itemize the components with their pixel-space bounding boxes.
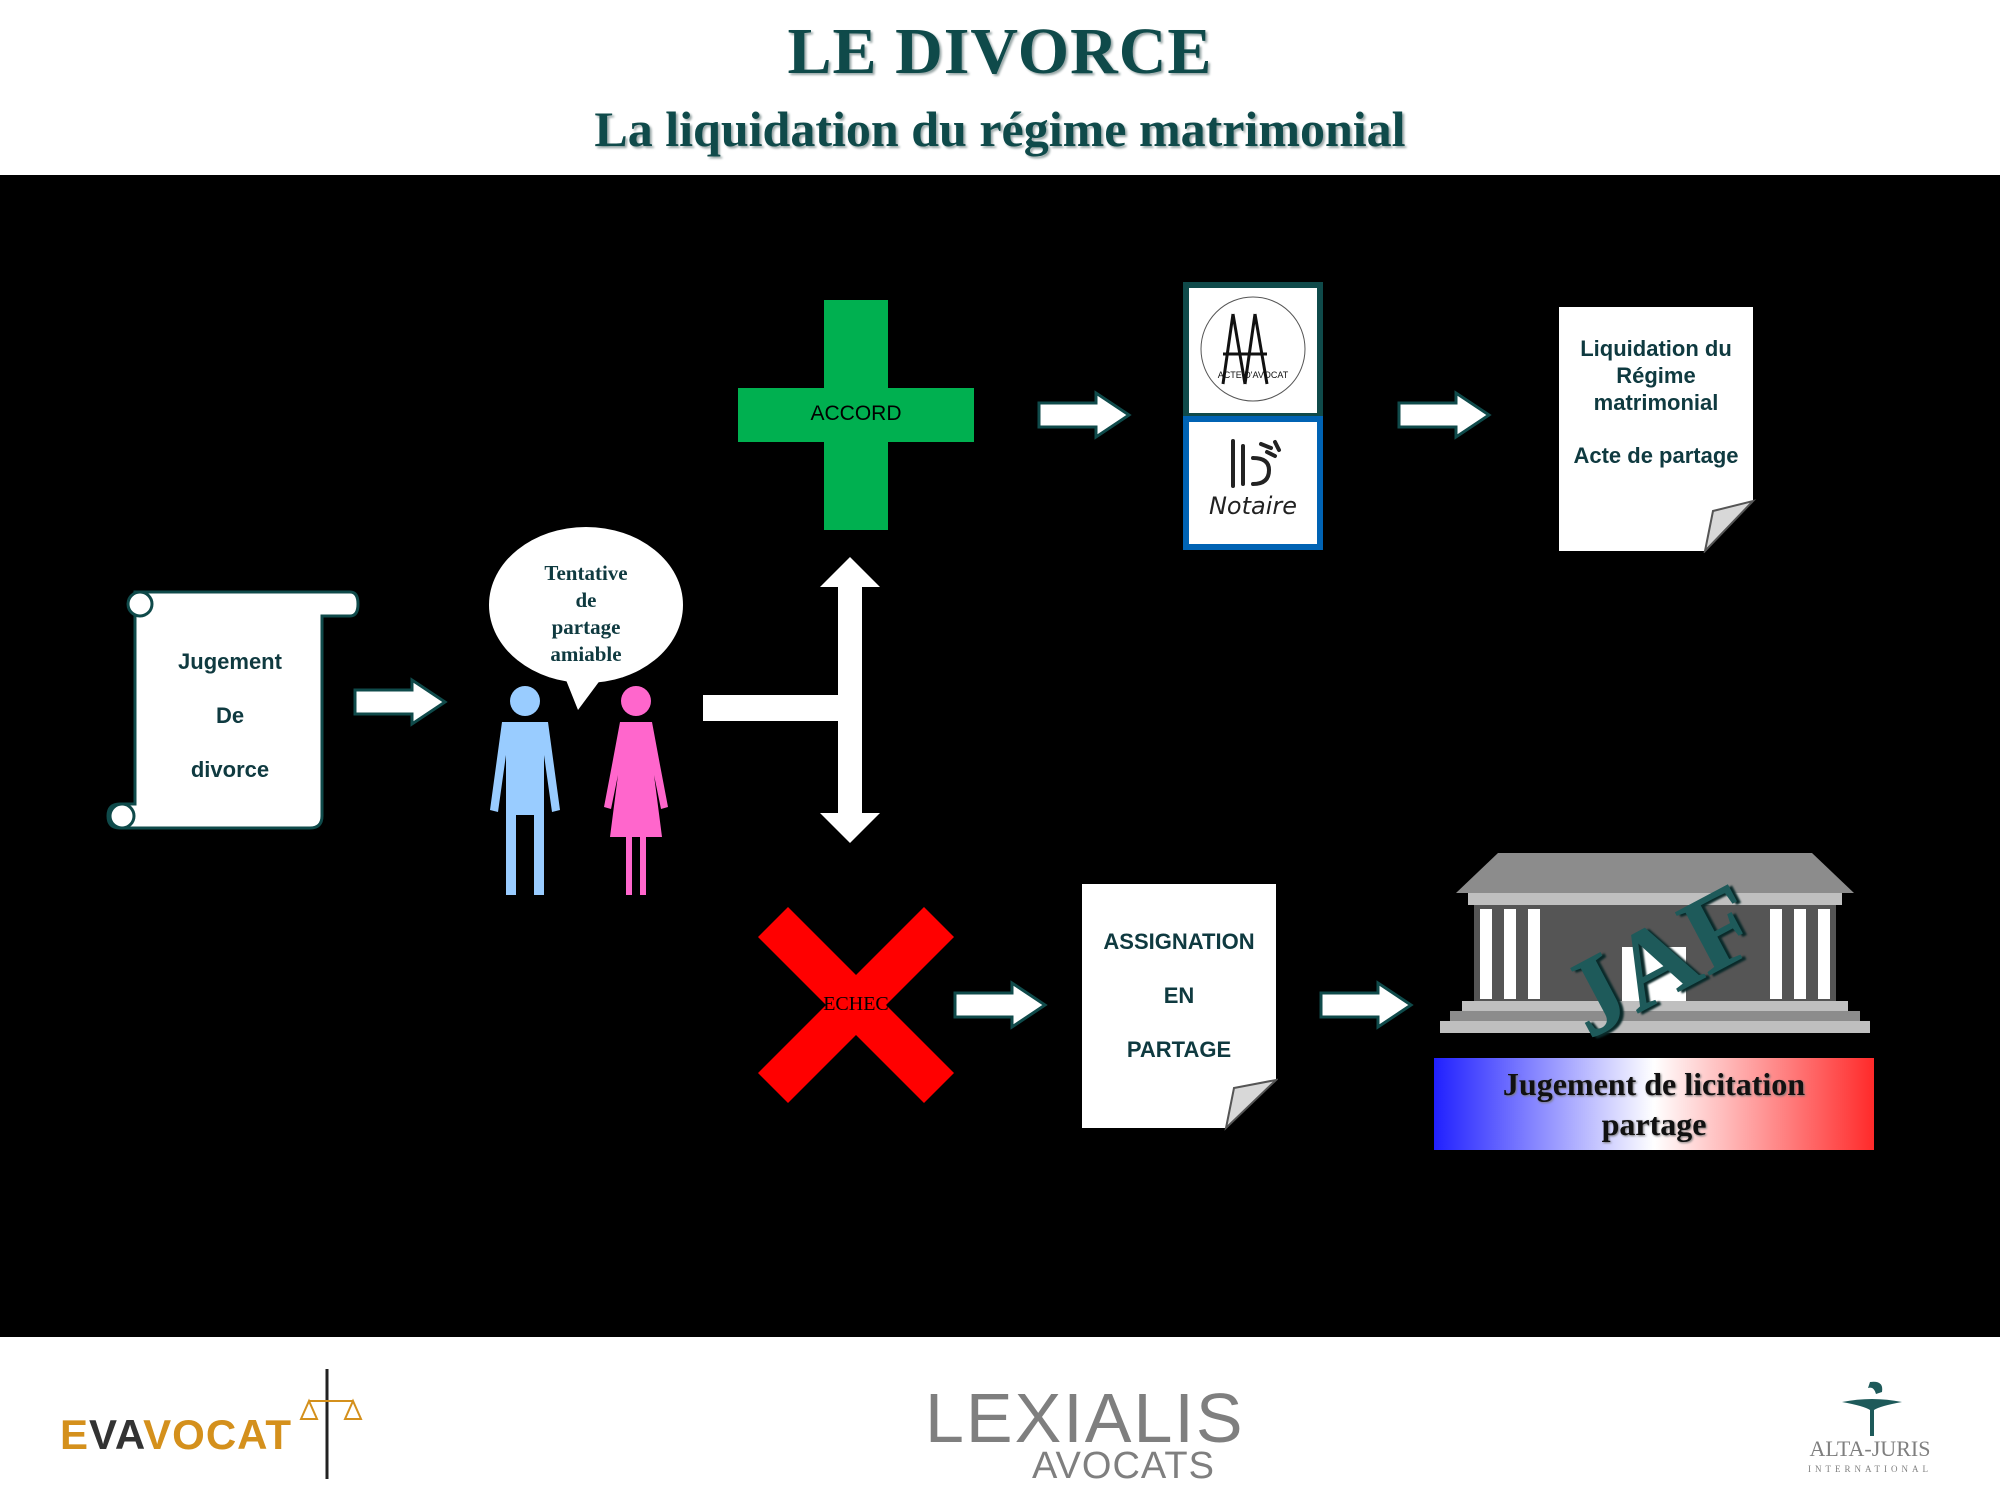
notaire-logo: Notaire — [1183, 416, 1323, 550]
speech-bubble-icon — [489, 527, 683, 710]
arrow-right-icon — [353, 677, 448, 727]
licitation-line2: partage — [1601, 1106, 1707, 1142]
jugement-line2: De — [215, 703, 245, 728]
liquidation-line3: matrimonial — [1593, 390, 1719, 415]
woman-icon — [604, 686, 668, 895]
jugement-licitation-banner: Jugement de licitation partage — [1434, 1058, 1874, 1150]
assignation-line1: ASSIGNATION — [1103, 929, 1255, 954]
courthouse-icon — [1440, 853, 1870, 1033]
liquidation-text: Liquidation du Régime matrimonial Acte d… — [1559, 335, 1753, 469]
man-icon — [490, 686, 560, 895]
assignation-document-icon — [1082, 884, 1278, 1131]
liquidation-document-icon — [1559, 307, 1757, 553]
jugement-line3: divorce — [190, 757, 270, 782]
alta-juris-line2: INTERNATIONAL — [1808, 1464, 1932, 1474]
lexialis-logo: LEXIALIS AVOCATS — [925, 1379, 1245, 1493]
alta-juris-logo: ALTA-JURIS INTERNATIONAL — [1800, 1378, 1940, 1488]
lexialis-line1: LEXIALIS — [925, 1379, 1245, 1457]
page-subtitle: La liquidation du régime matrimonial — [594, 101, 1406, 157]
logo-left-e: E — [60, 1411, 90, 1458]
alta-juris-emblem-icon — [1842, 1381, 1902, 1436]
logo-left-vocat: VOCAT — [143, 1411, 293, 1458]
scroll-icon — [106, 590, 360, 830]
liquidation-line2: Régime — [1616, 363, 1696, 388]
liquidation-line1: Liquidation du — [1580, 336, 1732, 361]
notaire-emblem-icon — [1231, 439, 1281, 488]
tentative-line3: partage — [551, 615, 621, 639]
echec-label: ECHEC — [823, 993, 889, 1015]
acte-avocat-caption: ACTE D'AVOCAT — [1217, 370, 1289, 380]
arrow-right-icon — [1037, 390, 1132, 440]
assignation-line3: PARTAGE — [1126, 1037, 1232, 1062]
page-title: LE DIVORCE — [787, 15, 1213, 88]
accord-plus-icon — [738, 300, 974, 530]
assignation-line2: EN — [1163, 983, 1195, 1008]
assignation-text: ASSIGNATION EN PARTAGE — [1082, 915, 1276, 1077]
echec-cross-icon — [758, 907, 954, 1103]
liquidation-line4: Acte de partage — [1573, 443, 1739, 468]
tentative-line1: Tentative — [544, 561, 628, 585]
logo-left-v: V — [89, 1411, 115, 1458]
tentative-line4: amiable — [550, 642, 622, 666]
tentative-text: Tentative de partage amiable — [516, 560, 656, 668]
jugement-line1: Jugement — [178, 649, 282, 674]
jugement-divorce-text: Jugement De divorce — [150, 635, 310, 797]
notaire-label: Notaire — [1208, 492, 1298, 520]
arrow-right-icon — [1397, 390, 1492, 440]
logo-left-a: A — [114, 1411, 144, 1458]
tentative-line2: de — [575, 588, 597, 612]
lexialis-line2: AVOCATS — [1032, 1445, 1215, 1487]
arrow-right-icon — [953, 980, 1048, 1030]
arrow-right-icon — [1319, 980, 1414, 1030]
alta-juris-line1: ALTA-JURIS — [1809, 1436, 1931, 1461]
accord-label: ACCORD — [810, 402, 902, 425]
acte-avocat-logo: ACTE D'AVOCAT — [1183, 282, 1323, 419]
diagram-canvas: Jugement De divorce Tentative de partage… — [0, 175, 2000, 1337]
jugement-licitation-text: Jugement de licitation partage — [1434, 1058, 1874, 1144]
scales-icon — [299, 1369, 363, 1479]
double-arrow-icon — [820, 557, 880, 843]
acte-avocat-icon — [1200, 296, 1306, 402]
connector-line — [703, 695, 838, 721]
evavocat-logo: EVAVOCAT — [60, 1365, 380, 1485]
licitation-line1: Jugement de licitation — [1502, 1066, 1806, 1102]
